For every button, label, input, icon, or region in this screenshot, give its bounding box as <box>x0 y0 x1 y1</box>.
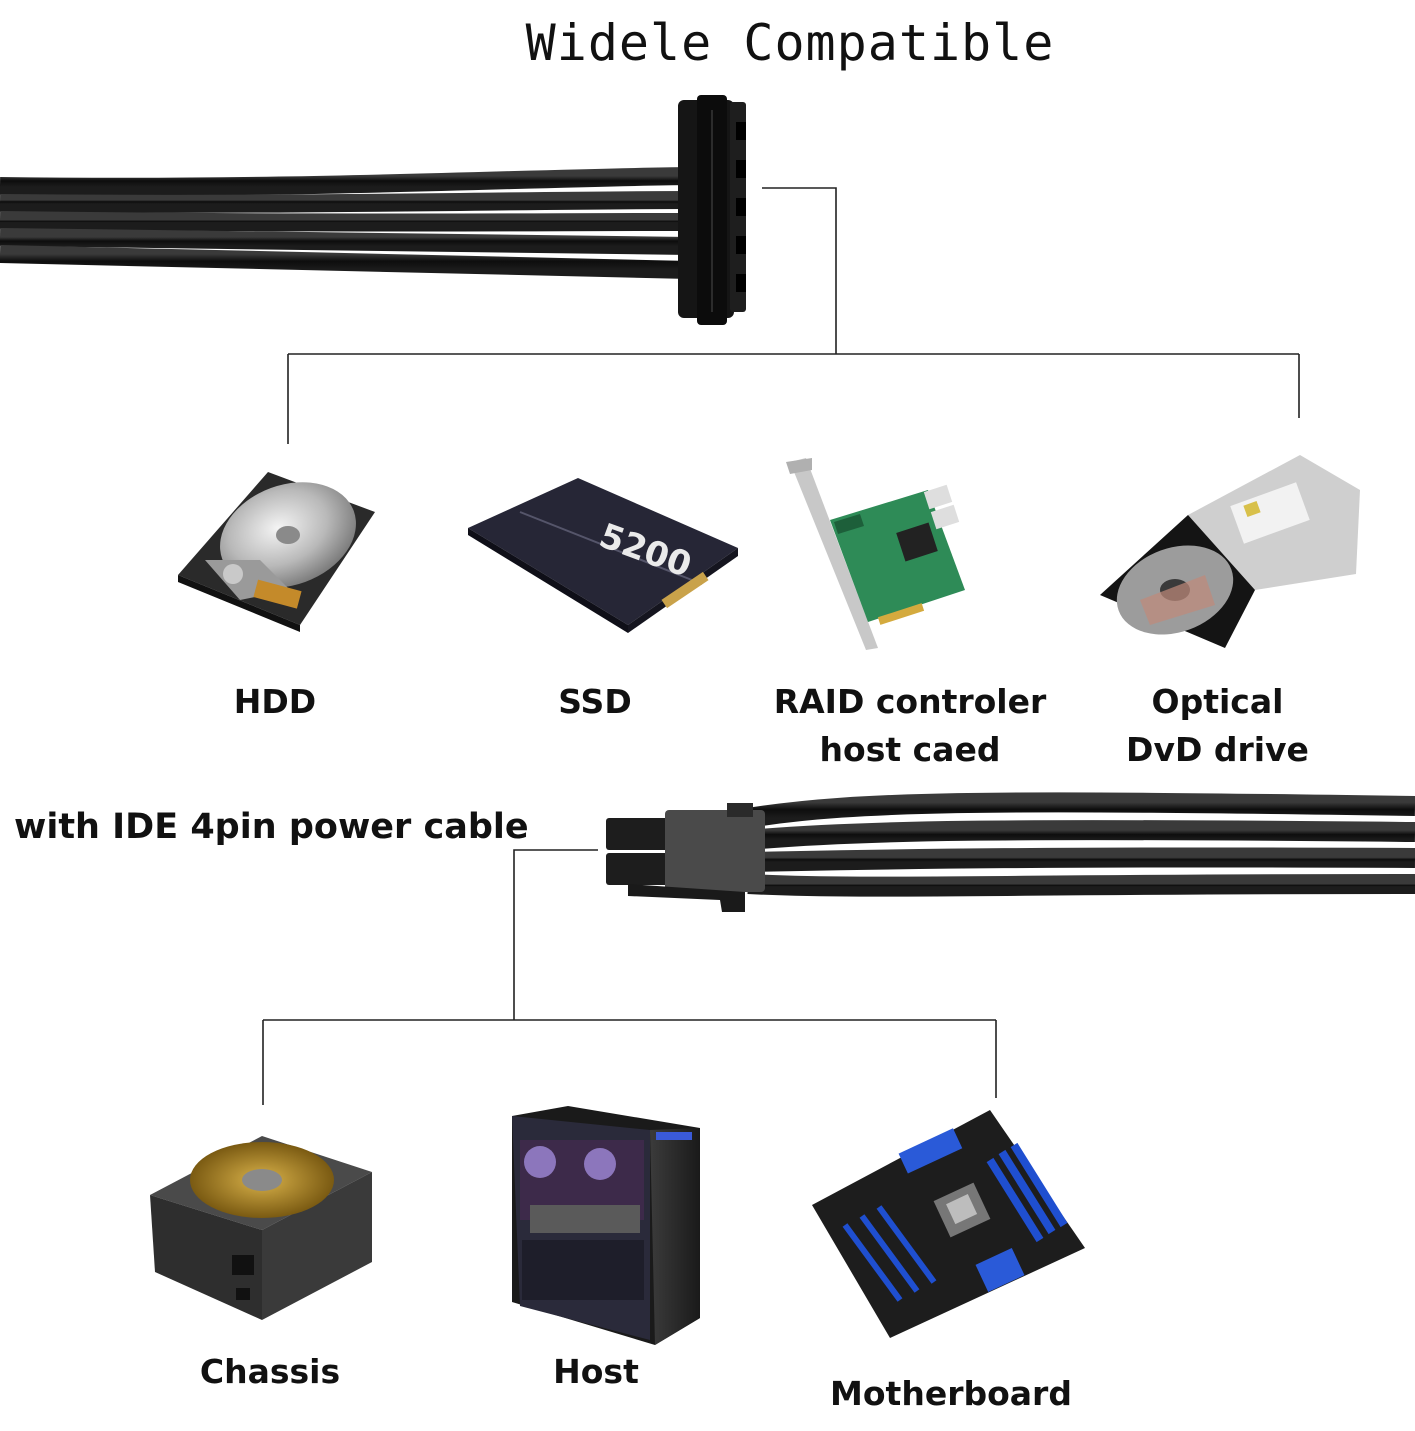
cable-wire <box>0 211 691 232</box>
page-title: Widele Compatible <box>525 14 1055 72</box>
cable-wire <box>0 191 691 213</box>
sata-power-cable <box>0 95 746 325</box>
sata-connector <box>678 95 746 325</box>
cable-wire <box>747 847 1415 872</box>
label-line: SSD <box>558 682 632 721</box>
label-line: Motherboard <box>830 1374 1072 1413</box>
motherboard-icon <box>812 1110 1085 1338</box>
label-line: Host <box>553 1352 639 1391</box>
cable-wire <box>747 820 1415 850</box>
ide-connection-lines <box>262 849 997 1105</box>
cable-wire <box>747 874 1415 897</box>
label-line: Optical <box>1151 682 1284 721</box>
optical-drive-icon <box>1100 455 1360 648</box>
label-line: Chassis <box>199 1352 341 1391</box>
solid-state-drive-icon: 5200 <box>468 478 738 633</box>
label-line: DvD drive <box>1126 730 1309 769</box>
label-raid-controller: RAID controler host caed <box>760 678 1060 774</box>
power-supply-icon <box>150 1136 372 1320</box>
cable-wire <box>746 792 1415 828</box>
label-line: HDD <box>233 682 317 721</box>
ide-caption: with IDE 4pin power cable <box>14 807 529 847</box>
cable-wire <box>0 245 691 279</box>
sata-connection-lines <box>287 187 1300 444</box>
pc-tower-icon <box>512 1106 700 1345</box>
label-optical-drive: Optical DvD drive <box>1090 678 1345 774</box>
cable-wire <box>0 228 691 255</box>
label-line: RAID controler <box>773 682 1047 721</box>
label-motherboard: Motherboard <box>820 1370 1082 1418</box>
label-host: Host <box>496 1348 696 1396</box>
hard-disk-drive-icon <box>178 472 375 632</box>
ide-molex-connector <box>606 803 765 912</box>
cable-wire <box>0 167 691 196</box>
ide-4pin-power-cable <box>606 792 1415 912</box>
label-ssd: SSD <box>495 678 695 726</box>
raid-controller-card-icon <box>786 458 965 650</box>
label-line: host caed <box>819 730 1001 769</box>
label-chassis: Chassis <box>150 1348 390 1396</box>
label-hdd: HDD <box>175 678 375 726</box>
